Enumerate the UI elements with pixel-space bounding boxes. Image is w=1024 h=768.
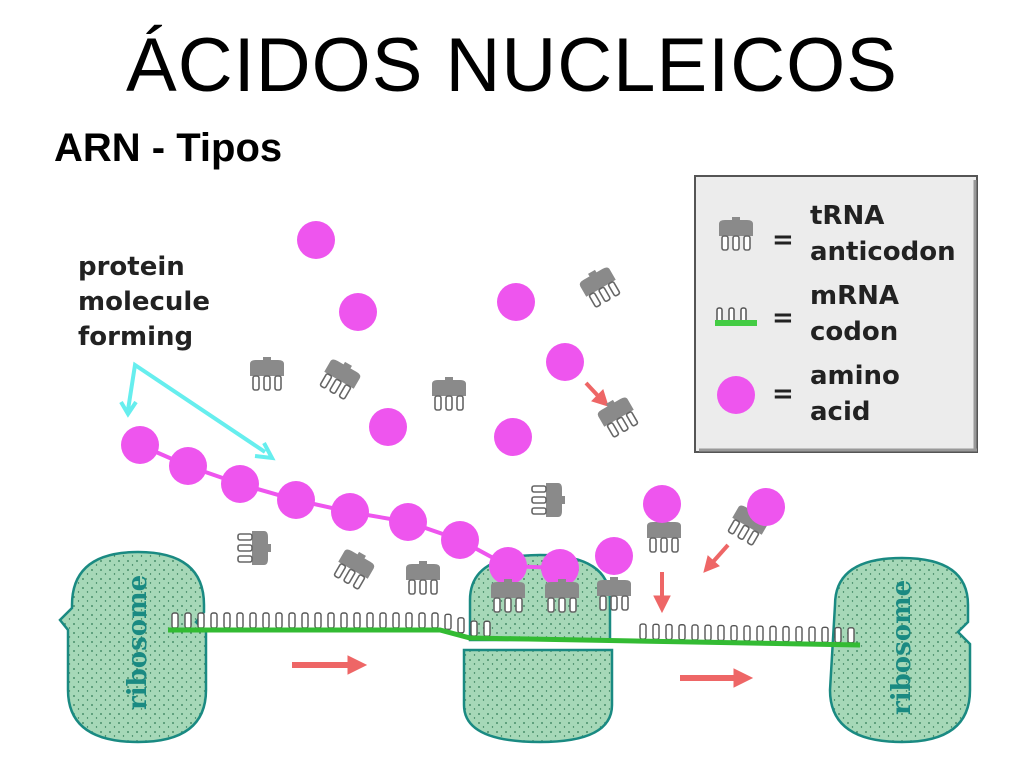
mrna-codon bbox=[470, 620, 478, 637]
legend-mrna-line-2: codon bbox=[810, 317, 898, 347]
mrna-codon bbox=[795, 626, 803, 643]
legend: = = = tRNA anticodon mRNA codon amino ac… bbox=[694, 175, 978, 453]
mrna-codon bbox=[704, 624, 712, 641]
mrna-codon bbox=[288, 612, 296, 629]
mrna-codon bbox=[366, 612, 374, 629]
amino-acid-icon bbox=[717, 376, 755, 414]
mrna-codon bbox=[405, 612, 413, 629]
ribosome-middle bbox=[462, 553, 614, 744]
mrna-codon bbox=[275, 612, 283, 629]
legend-equals-2: = bbox=[772, 303, 794, 333]
mrna-codon bbox=[730, 624, 738, 642]
free-amino-acids bbox=[297, 221, 785, 526]
mrna-codon bbox=[808, 626, 816, 643]
ribosome-label-right: ribosome bbox=[887, 580, 917, 715]
mrna-codon bbox=[210, 612, 218, 629]
page-title: ÁCIDOS NUCLEICOS bbox=[126, 23, 898, 108]
mrna-codon bbox=[431, 612, 439, 629]
protein-chain bbox=[121, 426, 579, 587]
ribosome-left: ribosome bbox=[58, 550, 208, 744]
mrna-codon bbox=[223, 612, 231, 629]
mrna-codon bbox=[444, 613, 452, 631]
mrna-codon bbox=[171, 612, 179, 629]
annotation-line-2: molecule bbox=[78, 287, 210, 317]
mrna-codon bbox=[327, 612, 335, 629]
direction-arrows bbox=[292, 381, 754, 688]
mrna-codon bbox=[717, 624, 725, 642]
mrna-codon bbox=[821, 626, 829, 644]
mrna-codon bbox=[483, 620, 491, 637]
mrna-codon bbox=[834, 626, 842, 644]
mrna-codon bbox=[197, 612, 205, 629]
mrna-codon bbox=[769, 625, 777, 643]
legend-amino-line-2: acid bbox=[810, 397, 870, 427]
mrna-codon bbox=[262, 612, 270, 629]
docked-trnas bbox=[490, 537, 633, 613]
annotation-line-1: protein bbox=[78, 252, 185, 282]
ribosome-right: ribosome bbox=[828, 556, 972, 744]
annotation-arrows bbox=[119, 361, 276, 461]
legend-mrna-line-1: mRNA bbox=[810, 281, 899, 311]
page-subtitle: ARN - Tipos bbox=[54, 126, 283, 170]
mrna-codon bbox=[392, 612, 400, 629]
mrna-codon bbox=[782, 625, 790, 643]
mrna-codon-icon bbox=[715, 307, 757, 326]
mrna-codon bbox=[314, 612, 322, 629]
mrna-codon bbox=[756, 625, 764, 642]
mrna-codon bbox=[457, 617, 465, 634]
mrna-codon bbox=[847, 627, 855, 644]
mrna-codon bbox=[353, 612, 361, 629]
mrna-codon bbox=[184, 612, 192, 629]
ribosome-label-left: ribosome bbox=[123, 575, 153, 710]
mrna-strand bbox=[168, 627, 861, 648]
mrna-codon bbox=[379, 612, 387, 629]
mrna-codon bbox=[340, 612, 348, 629]
mrna-codon bbox=[665, 623, 673, 641]
mrna-codon bbox=[743, 625, 751, 642]
annotation-line-3: forming bbox=[78, 322, 193, 352]
protein-annotation: protein molecule forming bbox=[78, 252, 210, 352]
mrna-codon bbox=[418, 612, 426, 629]
legend-trna-line-2: anticodon bbox=[810, 237, 956, 267]
mrna-codon bbox=[652, 623, 660, 640]
legend-amino-line-1: amino bbox=[810, 361, 900, 391]
legend-trna-line-1: tRNA bbox=[810, 201, 884, 231]
mrna-codon bbox=[639, 623, 647, 640]
mrna-codon bbox=[301, 612, 309, 629]
trna-icon bbox=[718, 216, 754, 251]
mrna-codon bbox=[691, 624, 699, 641]
legend-equals-1: = bbox=[772, 225, 794, 255]
mrna-codon bbox=[678, 624, 686, 641]
legend-equals-3: = bbox=[772, 379, 794, 409]
mrna-codon bbox=[249, 612, 257, 629]
mrna-codon bbox=[236, 612, 244, 629]
